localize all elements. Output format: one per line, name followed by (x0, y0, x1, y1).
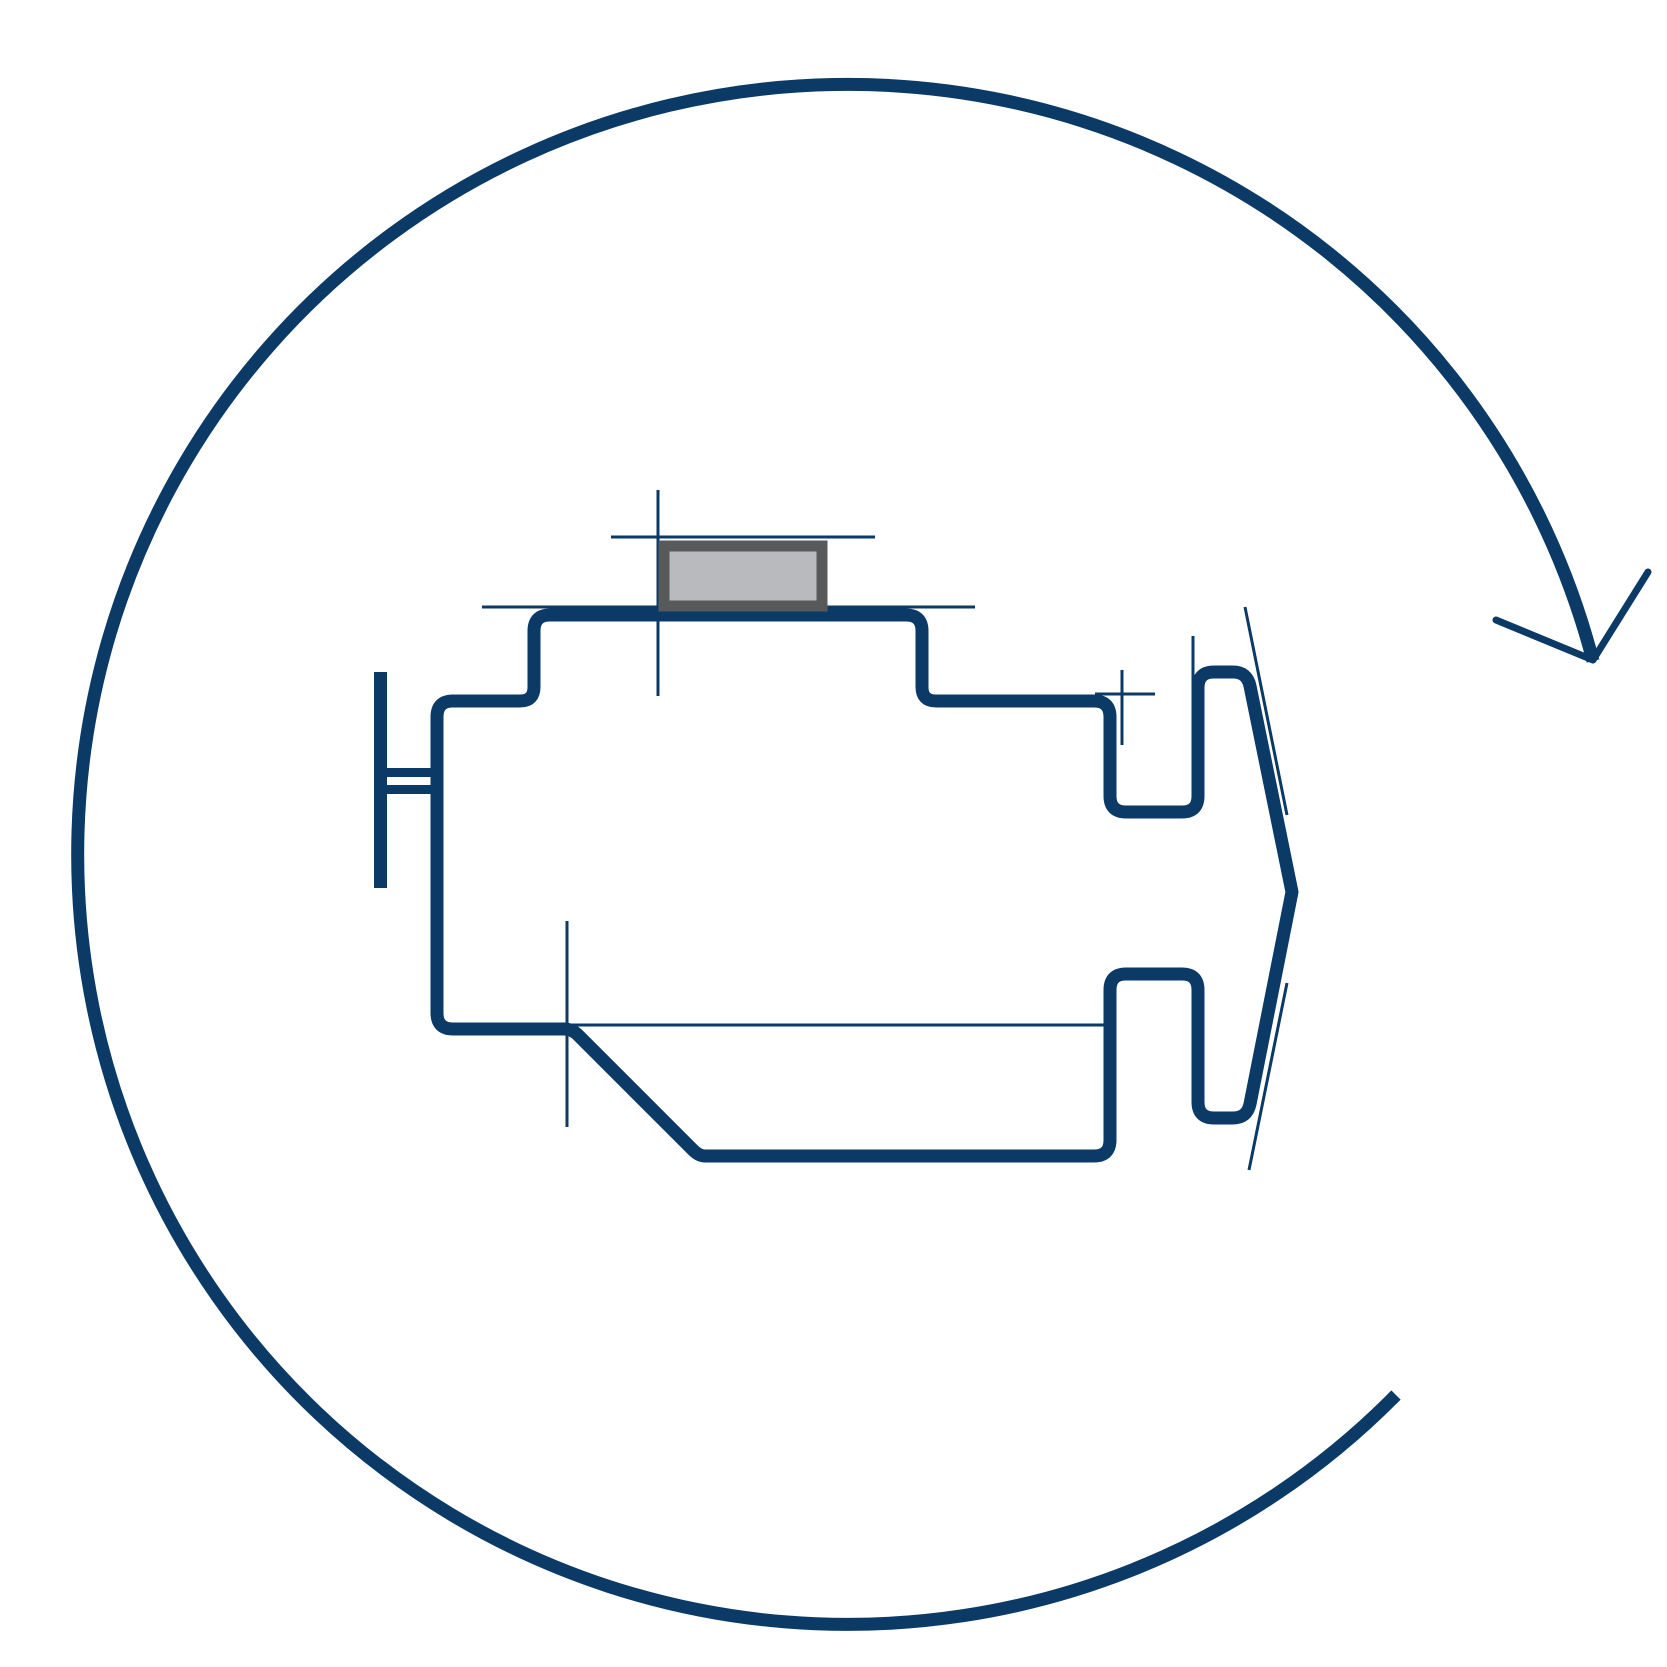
connector-rod-top (387, 768, 437, 777)
circular-arrow-icon (71, 77, 1652, 1631)
connector-bar (374, 672, 387, 888)
rocker-cover-icon (658, 540, 828, 612)
rocker-cover-box (658, 540, 828, 612)
circular-arrow-head (1492, 568, 1652, 664)
engine-guide-lines (482, 490, 1289, 1171)
guide-line-diag-bottom (1247, 982, 1289, 1171)
engine-left-connector (374, 672, 437, 888)
engine-block-icon (374, 490, 1299, 1171)
circular-arrow-arc (71, 77, 1600, 1631)
guide-line-diag-top (1243, 606, 1289, 816)
connector-rod-bottom (387, 785, 437, 794)
engine-block-outline (430, 608, 1299, 1163)
